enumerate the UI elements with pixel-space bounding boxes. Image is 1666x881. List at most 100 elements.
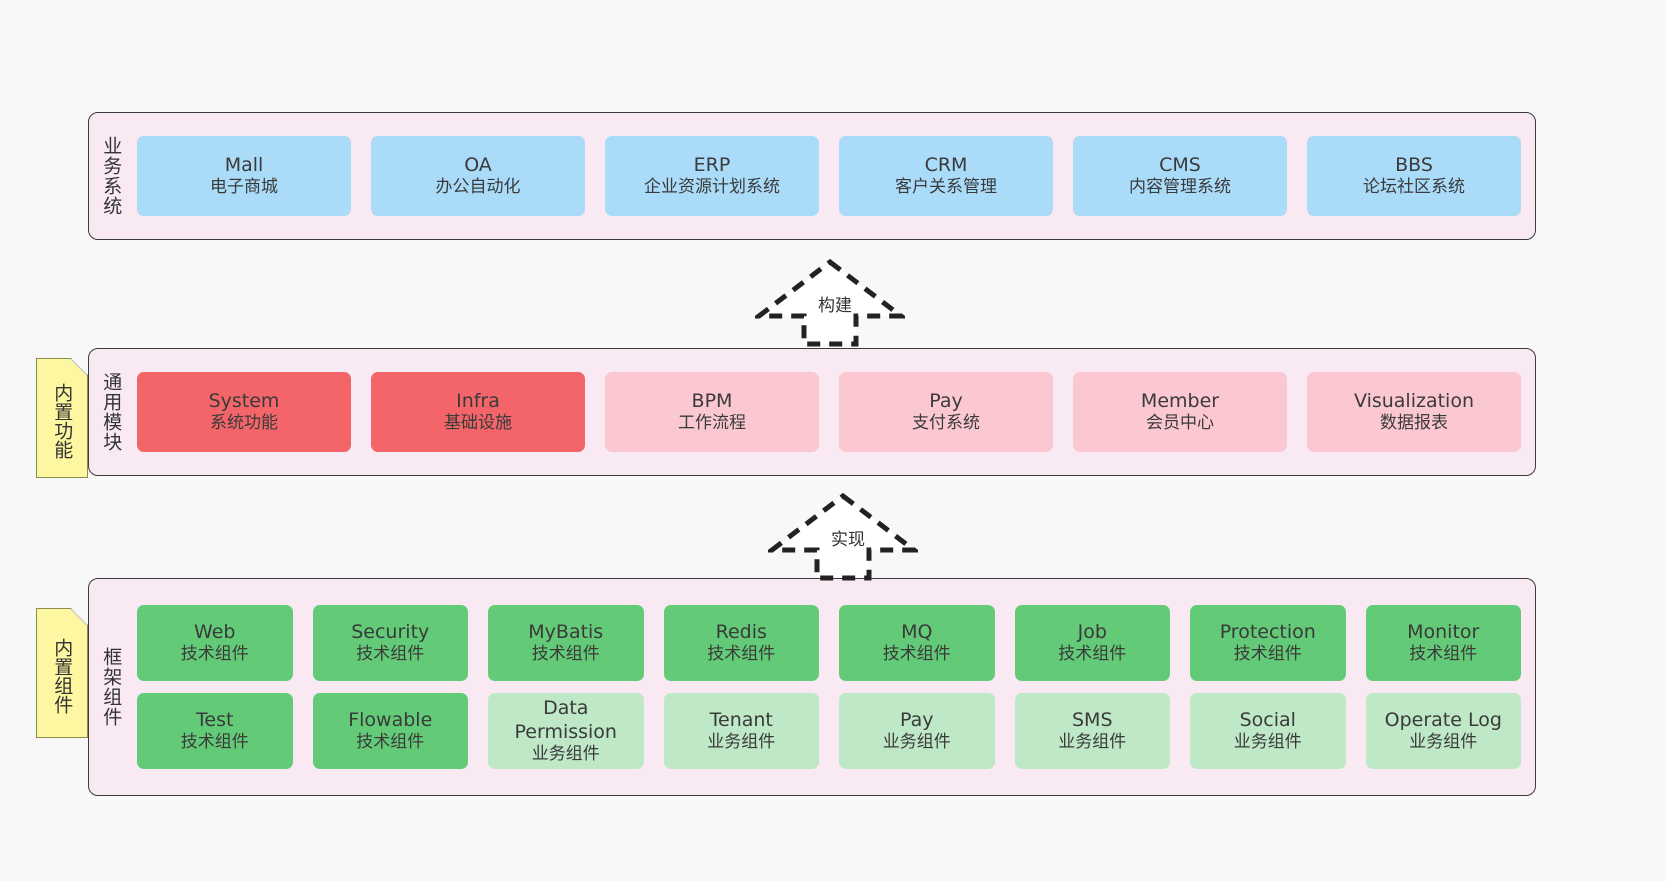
- layer-title-business-system: 业务系统: [100, 136, 123, 216]
- note-builtin-function: 内置功能: [36, 358, 88, 478]
- card-row: Mall 电子商城 OA 办公自动化 ERP 企业资源计划系统 CRM 客户关系…: [137, 136, 1521, 216]
- connector-build-label: 构建: [818, 296, 852, 316]
- card-crm[interactable]: CRM 客户关系管理: [839, 136, 1053, 216]
- card-title-en: Data Permission: [514, 697, 617, 743]
- layer-framework-component: 框架组件 Web 技术组件 Security 技术组件 MyBatis 技术组件…: [88, 578, 1536, 796]
- card-mybatis[interactable]: MyBatis 技术组件: [488, 605, 644, 681]
- card-title-cn: 会员中心: [1146, 413, 1214, 434]
- layer-common-module: 通用模块 System 系统功能 Infra 基础设施 BPM 工作流程 Pay…: [88, 348, 1536, 476]
- card-title-cn: 技术组件: [1233, 644, 1302, 665]
- card-title-en: Pay: [900, 709, 934, 732]
- card-title-cn: 技术组件: [1058, 644, 1127, 665]
- card-member[interactable]: Member 会员中心: [1073, 372, 1287, 452]
- card-title-cn: 业务组件: [1233, 732, 1302, 753]
- card-title-en: System: [208, 390, 280, 413]
- card-title-en: Flowable: [348, 709, 433, 732]
- card-title-en: Member: [1140, 390, 1220, 413]
- card-title-cn: 业务组件: [707, 732, 776, 753]
- layer-body-framework-component: Web 技术组件 Security 技术组件 MyBatis 技术组件 Redi…: [133, 579, 1535, 795]
- card-bpm[interactable]: BPM 工作流程: [605, 372, 819, 452]
- card-title-en: Mall: [224, 154, 264, 177]
- card-title-en: BBS: [1395, 154, 1433, 177]
- card-bbs[interactable]: BBS 论坛社区系统: [1307, 136, 1521, 216]
- card-title-cn: 工作流程: [678, 413, 746, 434]
- card-title-cn: 客户关系管理: [895, 177, 997, 198]
- card-cms[interactable]: CMS 内容管理系统: [1073, 136, 1287, 216]
- card-tenant[interactable]: Tenant 业务组件: [663, 693, 819, 769]
- card-title-cn: 企业资源计划系统: [644, 177, 780, 198]
- note-text: 内置功能: [51, 383, 74, 459]
- card-title-en: MQ: [901, 621, 933, 644]
- card-pay[interactable]: Pay 支付系统: [839, 372, 1053, 452]
- card-title-en: Pay: [929, 390, 963, 413]
- card-title-cn: 技术组件: [882, 644, 951, 665]
- card-title-en: OA: [464, 154, 492, 177]
- card-title-en: SMS: [1071, 709, 1113, 732]
- card-title-en: Security: [351, 621, 430, 644]
- card-title-cn: 技术组件: [356, 732, 425, 753]
- card-title-en: Operate Log: [1384, 709, 1502, 732]
- card-title-cn: 技术组件: [356, 644, 425, 665]
- card-title-en: Job: [1077, 621, 1107, 644]
- card-title-en: Tenant: [709, 709, 773, 732]
- card-title-cn: 技术组件: [531, 644, 600, 665]
- card-protection[interactable]: Protection 技术组件: [1190, 605, 1346, 681]
- card-test[interactable]: Test 技术组件: [137, 693, 293, 769]
- card-sms[interactable]: SMS 业务组件: [1014, 693, 1170, 769]
- layer-body-business-system: Mall 电子商城 OA 办公自动化 ERP 企业资源计划系统 CRM 客户关系…: [133, 113, 1535, 239]
- card-title-cn: 系统功能: [210, 413, 278, 434]
- card-title-cn: 支付系统: [912, 413, 980, 434]
- card-title-en: Redis: [715, 621, 767, 644]
- card-title-en: Test: [196, 709, 234, 732]
- card-pay-component[interactable]: Pay 业务组件: [839, 693, 995, 769]
- card-title-en: Protection: [1219, 621, 1316, 644]
- card-title-cn: 电子商城: [210, 177, 278, 198]
- layer-business-system: 业务系统 Mall 电子商城 OA 办公自动化 ERP 企业资源计划系统 CRM…: [88, 112, 1536, 240]
- card-oa[interactable]: OA 办公自动化: [371, 136, 585, 216]
- card-title-cn: 技术组件: [1409, 644, 1478, 665]
- card-data-permission[interactable]: Data Permission 业务组件: [488, 693, 644, 769]
- card-title-cn: 内容管理系统: [1129, 177, 1231, 198]
- card-title-cn: 数据报表: [1380, 413, 1448, 434]
- layer-body-common-module: System 系统功能 Infra 基础设施 BPM 工作流程 Pay 支付系统…: [133, 349, 1535, 475]
- card-system[interactable]: System 系统功能: [137, 372, 351, 452]
- card-title-cn: 技术组件: [180, 732, 249, 753]
- card-title-en: Social: [1239, 709, 1296, 732]
- card-title-cn: 业务组件: [1058, 732, 1127, 753]
- card-row-business: Test 技术组件 Flowable 技术组件 Data Permission …: [137, 693, 1521, 769]
- connector-build-arrow: [755, 258, 905, 347]
- card-title-cn: 技术组件: [707, 644, 776, 665]
- connector-implement-label: 实现: [831, 530, 865, 550]
- card-title-en: Visualization: [1353, 390, 1474, 413]
- card-row: System 系统功能 Infra 基础设施 BPM 工作流程 Pay 支付系统…: [137, 372, 1521, 452]
- card-mall[interactable]: Mall 电子商城: [137, 136, 351, 216]
- card-title-en: BPM: [691, 390, 733, 413]
- card-operate-log[interactable]: Operate Log 业务组件: [1365, 693, 1521, 769]
- card-title-en: CRM: [924, 154, 968, 177]
- card-redis[interactable]: Redis 技术组件: [663, 605, 819, 681]
- card-title-cn: 业务组件: [882, 732, 951, 753]
- card-mq[interactable]: MQ 技术组件: [839, 605, 995, 681]
- card-title-cn: 办公自动化: [435, 177, 521, 198]
- note-builtin-component: 内置组件: [36, 608, 88, 738]
- card-title-cn: 论坛社区系统: [1363, 177, 1465, 198]
- card-title-en: ERP: [693, 154, 731, 177]
- card-job[interactable]: Job 技术组件: [1014, 605, 1170, 681]
- connector-implement-arrow: [768, 492, 918, 581]
- card-social[interactable]: Social 业务组件: [1190, 693, 1346, 769]
- layer-title-framework-component: 框架组件: [100, 647, 123, 727]
- card-title-en: CMS: [1159, 154, 1201, 177]
- note-text: 内置组件: [51, 638, 74, 714]
- card-title-en: Web: [194, 621, 236, 644]
- card-visualization[interactable]: Visualization 数据报表: [1307, 372, 1521, 452]
- card-flowable[interactable]: Flowable 技术组件: [312, 693, 468, 769]
- card-title-cn: 业务组件: [531, 743, 600, 764]
- card-row-technical: Web 技术组件 Security 技术组件 MyBatis 技术组件 Redi…: [137, 605, 1521, 681]
- card-title-en: Infra: [456, 390, 500, 413]
- card-web[interactable]: Web 技术组件: [137, 605, 293, 681]
- card-title-cn: 技术组件: [180, 644, 249, 665]
- card-monitor[interactable]: Monitor 技术组件: [1365, 605, 1521, 681]
- card-security[interactable]: Security 技术组件: [312, 605, 468, 681]
- card-erp[interactable]: ERP 企业资源计划系统: [605, 136, 819, 216]
- card-infra[interactable]: Infra 基础设施: [371, 372, 585, 452]
